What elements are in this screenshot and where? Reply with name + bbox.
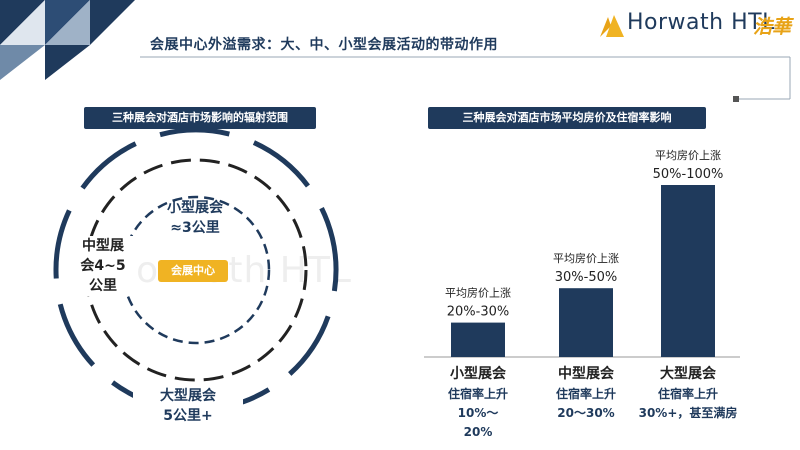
mid-expo-label: 中型展 会4~5 公里	[68, 236, 138, 296]
occupancy-label: 住宿率上升	[658, 386, 718, 401]
small-expo-radius: ≈3公里	[170, 220, 220, 236]
large-expo-radius: 5公里+	[163, 408, 213, 424]
large-expo-label: 大型展会 5公里+	[133, 386, 243, 426]
center-badge: 会展中心	[158, 260, 228, 282]
large-expo-name: 大型展会	[160, 388, 216, 404]
page-title: 会展中心外溢需求：大、中、小型会展活动的带动作用	[150, 37, 498, 53]
x-tick-label: 小型展会	[450, 365, 507, 382]
occupancy-label: 20%	[464, 425, 493, 439]
mid-expo-line2: 会4~5	[80, 258, 126, 274]
x-tick-label: 中型展会	[558, 365, 615, 382]
occupancy-label: 住宿率上升	[448, 386, 508, 401]
ring-mid	[84, 158, 308, 382]
decorative-triangles	[0, 0, 135, 80]
bar-note-label: 平均房价上涨	[553, 252, 619, 265]
bar-value-label: 50%-100%	[653, 167, 724, 182]
small-expo-label: 小型展会 ≈3公里	[150, 198, 240, 238]
occupancy-label: 住宿率上升	[556, 386, 616, 401]
occupancy-label: 30%+，甚至满房	[639, 405, 738, 420]
bar-value-label: 20%-30%	[447, 305, 509, 320]
logo-text: Horwath HTL	[627, 10, 775, 35]
ring-large	[53, 127, 339, 413]
x-tick-label: 大型展会	[660, 365, 717, 382]
bar	[661, 185, 715, 357]
bar-note-label: 平均房价上涨	[655, 149, 721, 162]
bar-value-label: 30%-50%	[555, 270, 617, 285]
mid-expo-line3: 公里	[89, 278, 117, 294]
occupancy-label: 10%～	[458, 406, 499, 420]
bar-note-label: 平均房价上涨	[445, 287, 511, 300]
watermark: Horwath HTL	[108, 250, 352, 291]
right-panel-title: 三种展会对酒店市场平均房价及住宿率影响	[428, 107, 706, 129]
small-expo-name: 小型展会	[167, 200, 223, 216]
bar	[451, 322, 505, 357]
occupancy-label: 20～30%	[557, 406, 614, 420]
logo-chinese: 浩華	[753, 16, 792, 38]
mid-expo-line1: 中型展	[82, 238, 124, 254]
bar	[559, 288, 613, 357]
left-panel-title: 三种展会对酒店市场影响的辐射范围	[84, 107, 316, 129]
horwath-logo-icon	[600, 15, 624, 37]
